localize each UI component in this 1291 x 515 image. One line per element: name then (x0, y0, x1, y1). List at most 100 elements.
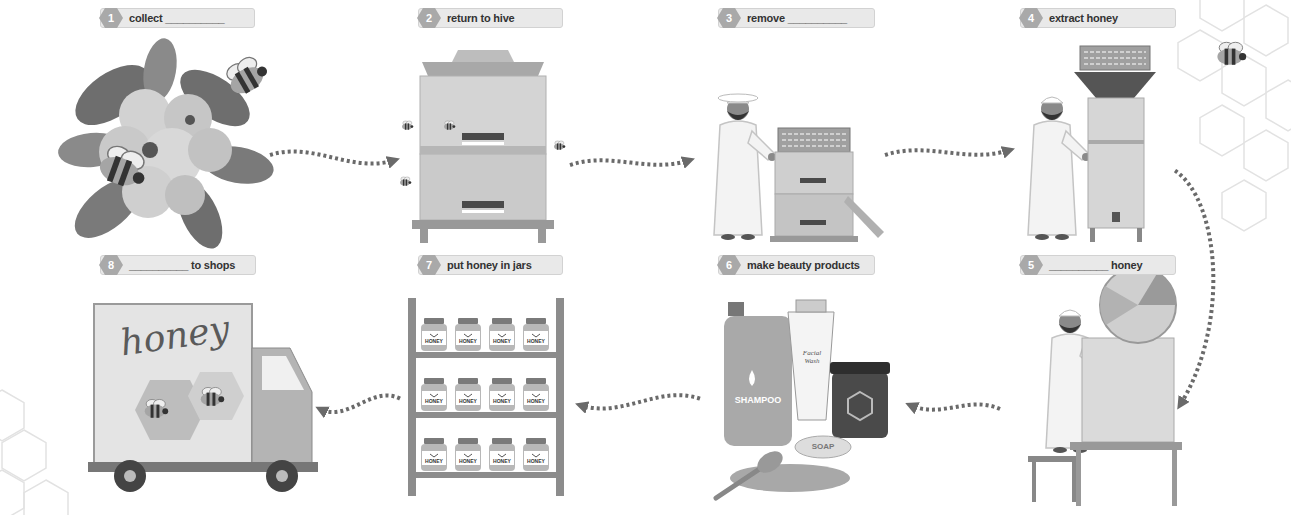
truck-illustration (88, 304, 318, 492)
honey-jar (523, 378, 549, 411)
hive-leg (420, 229, 428, 243)
background-hex (1244, 5, 1288, 56)
hive-roof (422, 62, 544, 76)
honey-jar (523, 438, 549, 471)
dotted-arrow (320, 395, 400, 412)
honey-jar (455, 378, 481, 411)
jar-text: HONEY (420, 459, 448, 464)
wheel-hub (124, 470, 136, 482)
jar-text: HONEY (454, 339, 482, 344)
jar-text: HONEY (454, 459, 482, 464)
honey-jar (455, 318, 481, 351)
truck-wheel (266, 460, 298, 492)
step-tag: 5 __________ honey (1020, 255, 1176, 275)
jar-text: HONEY (488, 339, 516, 344)
products-illustration (716, 300, 890, 498)
step-tag: 4extract honey (1020, 8, 1176, 28)
shelf-board (408, 472, 564, 478)
honey-jar (489, 318, 515, 351)
truck-text: honey (98, 308, 252, 365)
product-text: Facial Wash (796, 350, 828, 365)
jar-text: HONEY (488, 399, 516, 404)
wheel-hub (276, 470, 288, 482)
step-tag: 8__________ to shops (100, 255, 256, 275)
step-tag: 2return to hive (418, 8, 563, 28)
hive-stand (770, 236, 858, 242)
honeycomb-frame (778, 128, 850, 152)
dotted-arrow (910, 404, 1000, 409)
extractor-funnel (1074, 72, 1156, 98)
extractor-tap (1112, 212, 1120, 222)
table-top (1070, 442, 1182, 450)
honey-jar (489, 438, 515, 471)
honeycomb-cells (1084, 52, 1146, 64)
shelf-board (408, 352, 564, 358)
extractor-leg (1090, 228, 1095, 242)
shelves-illustration (408, 298, 564, 496)
step-panel: 8__________ to shops (70, 253, 320, 513)
step-number: 5 (1019, 255, 1043, 275)
hive-cap (452, 50, 514, 62)
step-number: 7 (417, 255, 441, 275)
jar-text: HONEY (454, 399, 482, 404)
hive-box (775, 194, 853, 236)
bee (444, 121, 455, 130)
tank-wedge (1100, 286, 1138, 325)
bee (1217, 42, 1246, 65)
flower-center (142, 142, 158, 158)
extractor-drum (1088, 98, 1144, 228)
step-label: extract honey (1049, 12, 1118, 24)
jar-text: HONEY (488, 459, 516, 464)
extractor-leg (1137, 228, 1142, 242)
bee (402, 121, 413, 130)
beekeeper (1028, 97, 1090, 240)
hive-entrance (462, 201, 504, 208)
honey-jar (489, 378, 515, 411)
step-tag: 3 remove __________ (718, 8, 875, 28)
cream-jar (832, 372, 888, 438)
bee (201, 387, 224, 405)
step-panel: 2return to hive (395, 5, 570, 245)
hive-lid (844, 196, 884, 238)
honey-dipper-head (753, 447, 786, 478)
honey-jar (523, 318, 549, 351)
extractor-illustration (1028, 46, 1156, 242)
step-label: remove __________ (747, 12, 847, 24)
step-panel: 4extract honey (1010, 5, 1175, 245)
hive-illustration (400, 50, 565, 243)
step-label: make beauty products (747, 259, 860, 271)
shampoo-bottle (724, 316, 792, 446)
tank-illustration (1028, 267, 1182, 506)
step-number: 2 (417, 8, 441, 28)
honey-jar (421, 318, 447, 351)
table-leg (1076, 450, 1081, 506)
dotted-arrow (270, 151, 395, 163)
petal (165, 175, 205, 215)
hive-band (420, 146, 546, 154)
step-panel: 7 put honey in jars (400, 253, 580, 513)
honeycomb-frame (1080, 46, 1150, 70)
background-hex (1244, 130, 1288, 181)
step-number: 3 (717, 8, 741, 28)
jar-text: HONEY (420, 399, 448, 404)
hive-entrance (462, 133, 504, 140)
step-tag: 6make beauty products (718, 255, 875, 275)
hive-box (420, 154, 546, 220)
truck-window (262, 356, 304, 390)
bee (222, 52, 272, 99)
petal (188, 128, 232, 172)
flower-center (185, 115, 195, 125)
tank-body (1082, 338, 1174, 442)
hive-box (420, 76, 546, 154)
background-hex (1266, 80, 1291, 131)
step-label: put honey in jars (447, 259, 532, 271)
background-hex (1200, 0, 1244, 31)
step-label: __________ honey (1049, 259, 1142, 271)
dotted-arrow (1175, 171, 1213, 406)
truck-cab (252, 348, 312, 470)
background-hex (1178, 30, 1222, 81)
hive-entrance (800, 220, 826, 225)
dotted-arrow (885, 150, 1010, 155)
